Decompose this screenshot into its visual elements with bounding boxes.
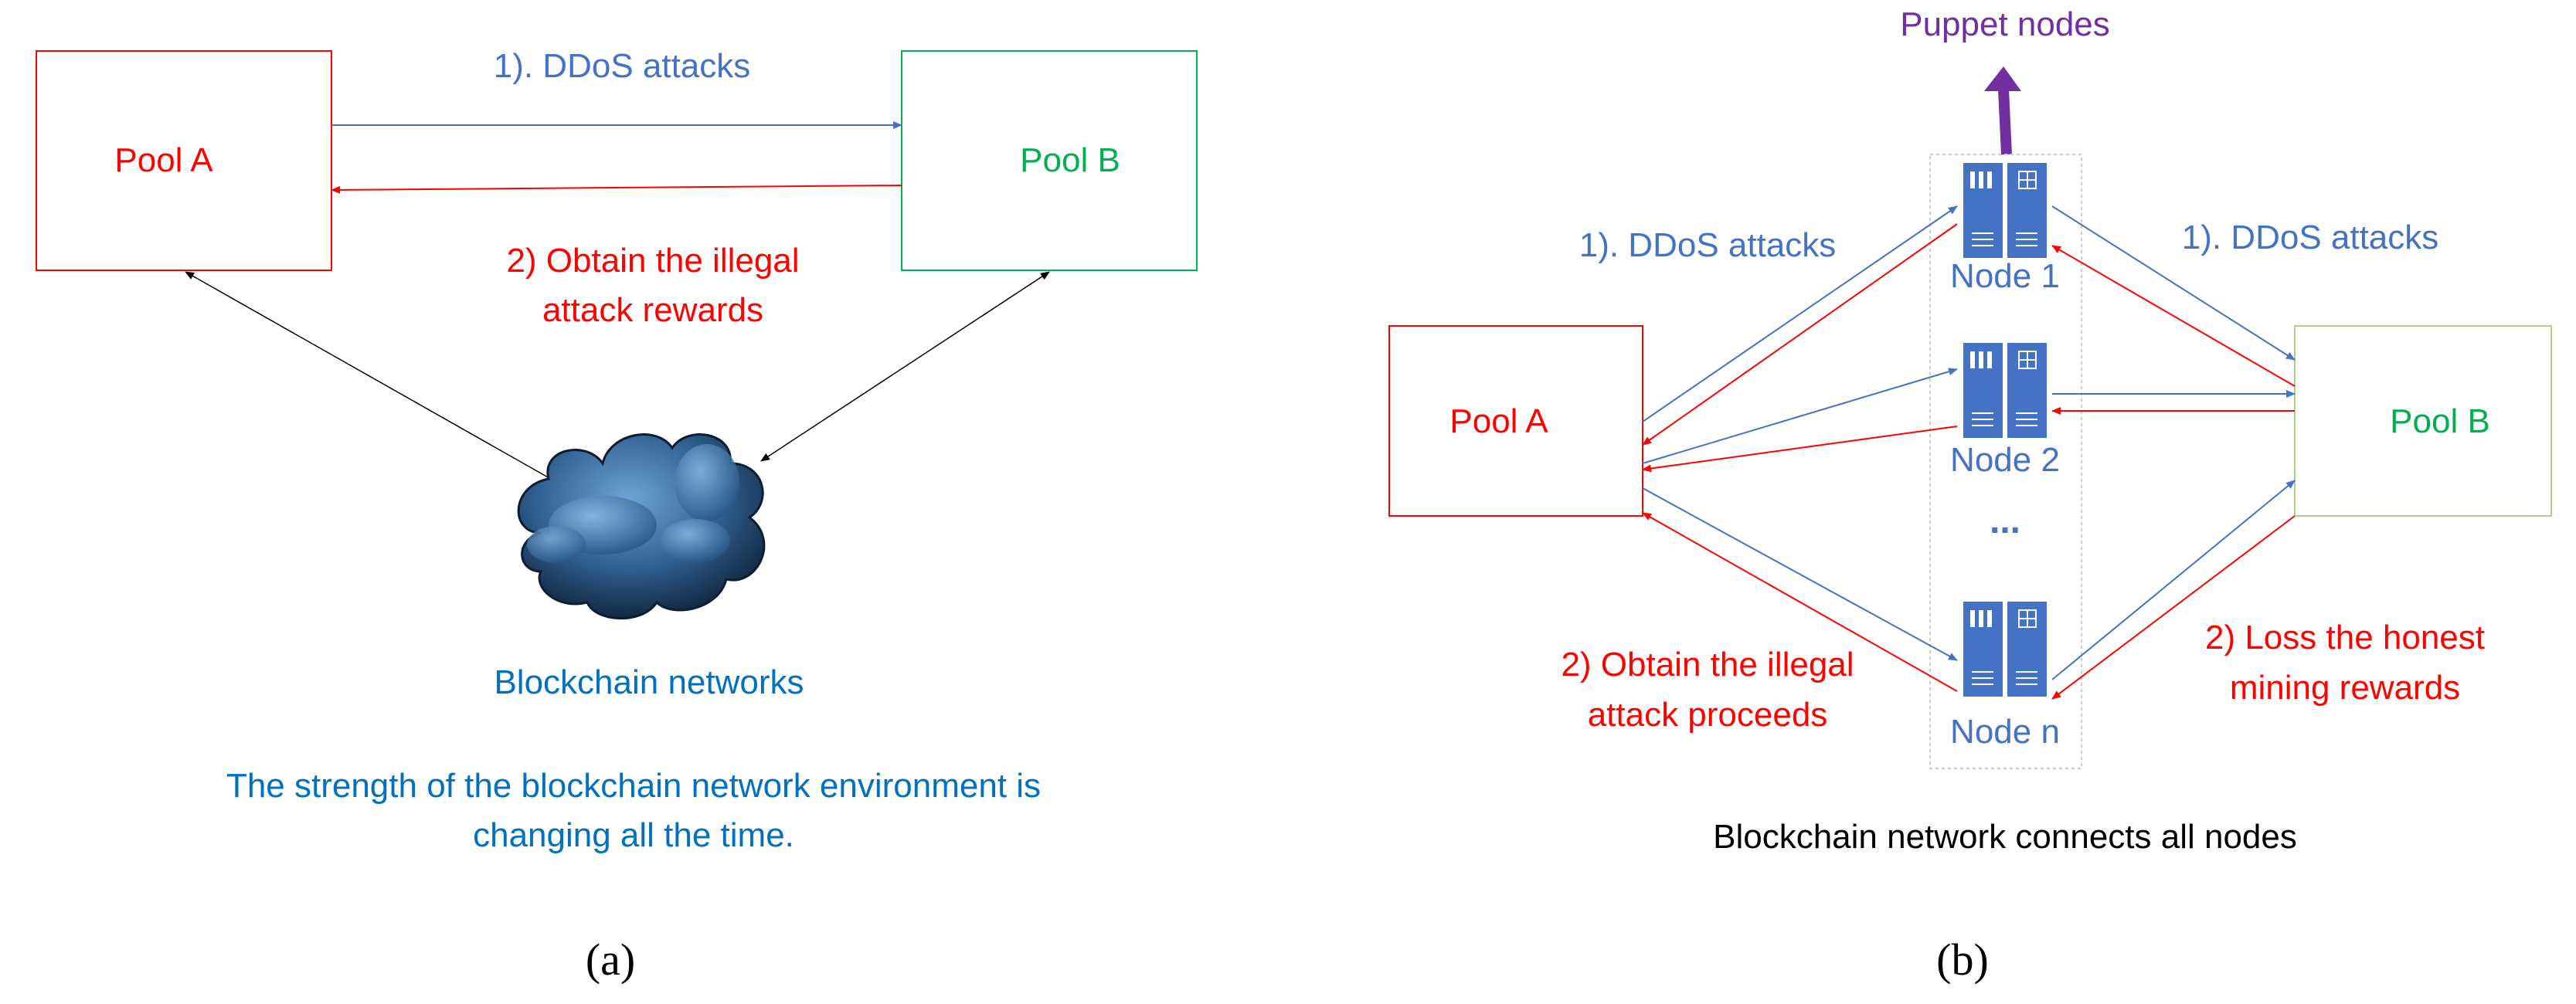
obtain-label-line1: 2) Obtain the illegal	[506, 242, 799, 280]
ddos-arrows	[1642, 205, 2296, 680]
server-group	[1962, 161, 2048, 698]
pool-a-box	[1388, 325, 1643, 517]
pool-a-label: Pool A	[114, 141, 213, 179]
noden-label: Node n	[1950, 713, 2060, 751]
network-connects-label: Blockchain network connects all nodes	[1713, 818, 2297, 856]
puppet-nodes-label: Puppet nodes	[1900, 5, 2110, 43]
loss-label-line2: mining rewards	[2230, 669, 2460, 707]
node2-server-icon	[1962, 341, 2048, 439]
ddos-right-label: 1). DDoS attacks	[2182, 219, 2439, 256]
cloud-icon	[517, 433, 766, 620]
strength-line1: The strength of the blockchain network e…	[226, 767, 1041, 805]
puppet-arrow-head	[1984, 66, 2021, 91]
network-label: Blockchain networks	[494, 663, 804, 701]
pool-a-network-link	[185, 271, 556, 482]
panel-b: Puppet nodes Pool A Pool B Node 1 Node 2…	[1388, 5, 2552, 985]
node1-label: Node 1	[1950, 257, 2060, 295]
pool-b-label: Pool B	[1020, 141, 1120, 179]
pool-a-box	[36, 50, 332, 271]
obtain-label-line2: attack rewards	[542, 291, 763, 329]
reward-arrow	[331, 185, 902, 194]
node2-label: Node 2	[1950, 441, 2060, 479]
ddos-label: 1). DDoS attacks	[494, 47, 751, 85]
node1-server-icon	[1962, 161, 2048, 259]
pool-b-label: Pool B	[2390, 402, 2490, 440]
pool-b-network-link	[760, 271, 1050, 462]
reward-arrows	[1642, 223, 2296, 700]
noden-server-icon	[1962, 600, 2048, 698]
pool-a-label: Pool A	[1449, 402, 1548, 440]
loss-label-line1: 2) Loss the honest	[2205, 619, 2485, 656]
pool-b-box	[2294, 325, 2552, 517]
puppet-nodes-region	[1929, 154, 2082, 769]
puppet-arrow	[1998, 89, 2012, 155]
panel-a: Pool A Pool B 1). DDoS attacks 2) Obtain…	[36, 47, 1198, 985]
obtain-label-line2: attack proceeds	[1588, 696, 1828, 734]
obtain-label-line1: 2) Obtain the illegal	[1561, 646, 1854, 683]
ellipsis: ...	[1990, 500, 2020, 541]
caption-b: (b)	[1936, 934, 1989, 985]
strength-line2: changing all the time.	[473, 816, 794, 854]
pool-b-box	[901, 50, 1198, 271]
caption-a: (a)	[586, 934, 635, 985]
ddos-left-label: 1). DDoS attacks	[1579, 226, 1837, 264]
